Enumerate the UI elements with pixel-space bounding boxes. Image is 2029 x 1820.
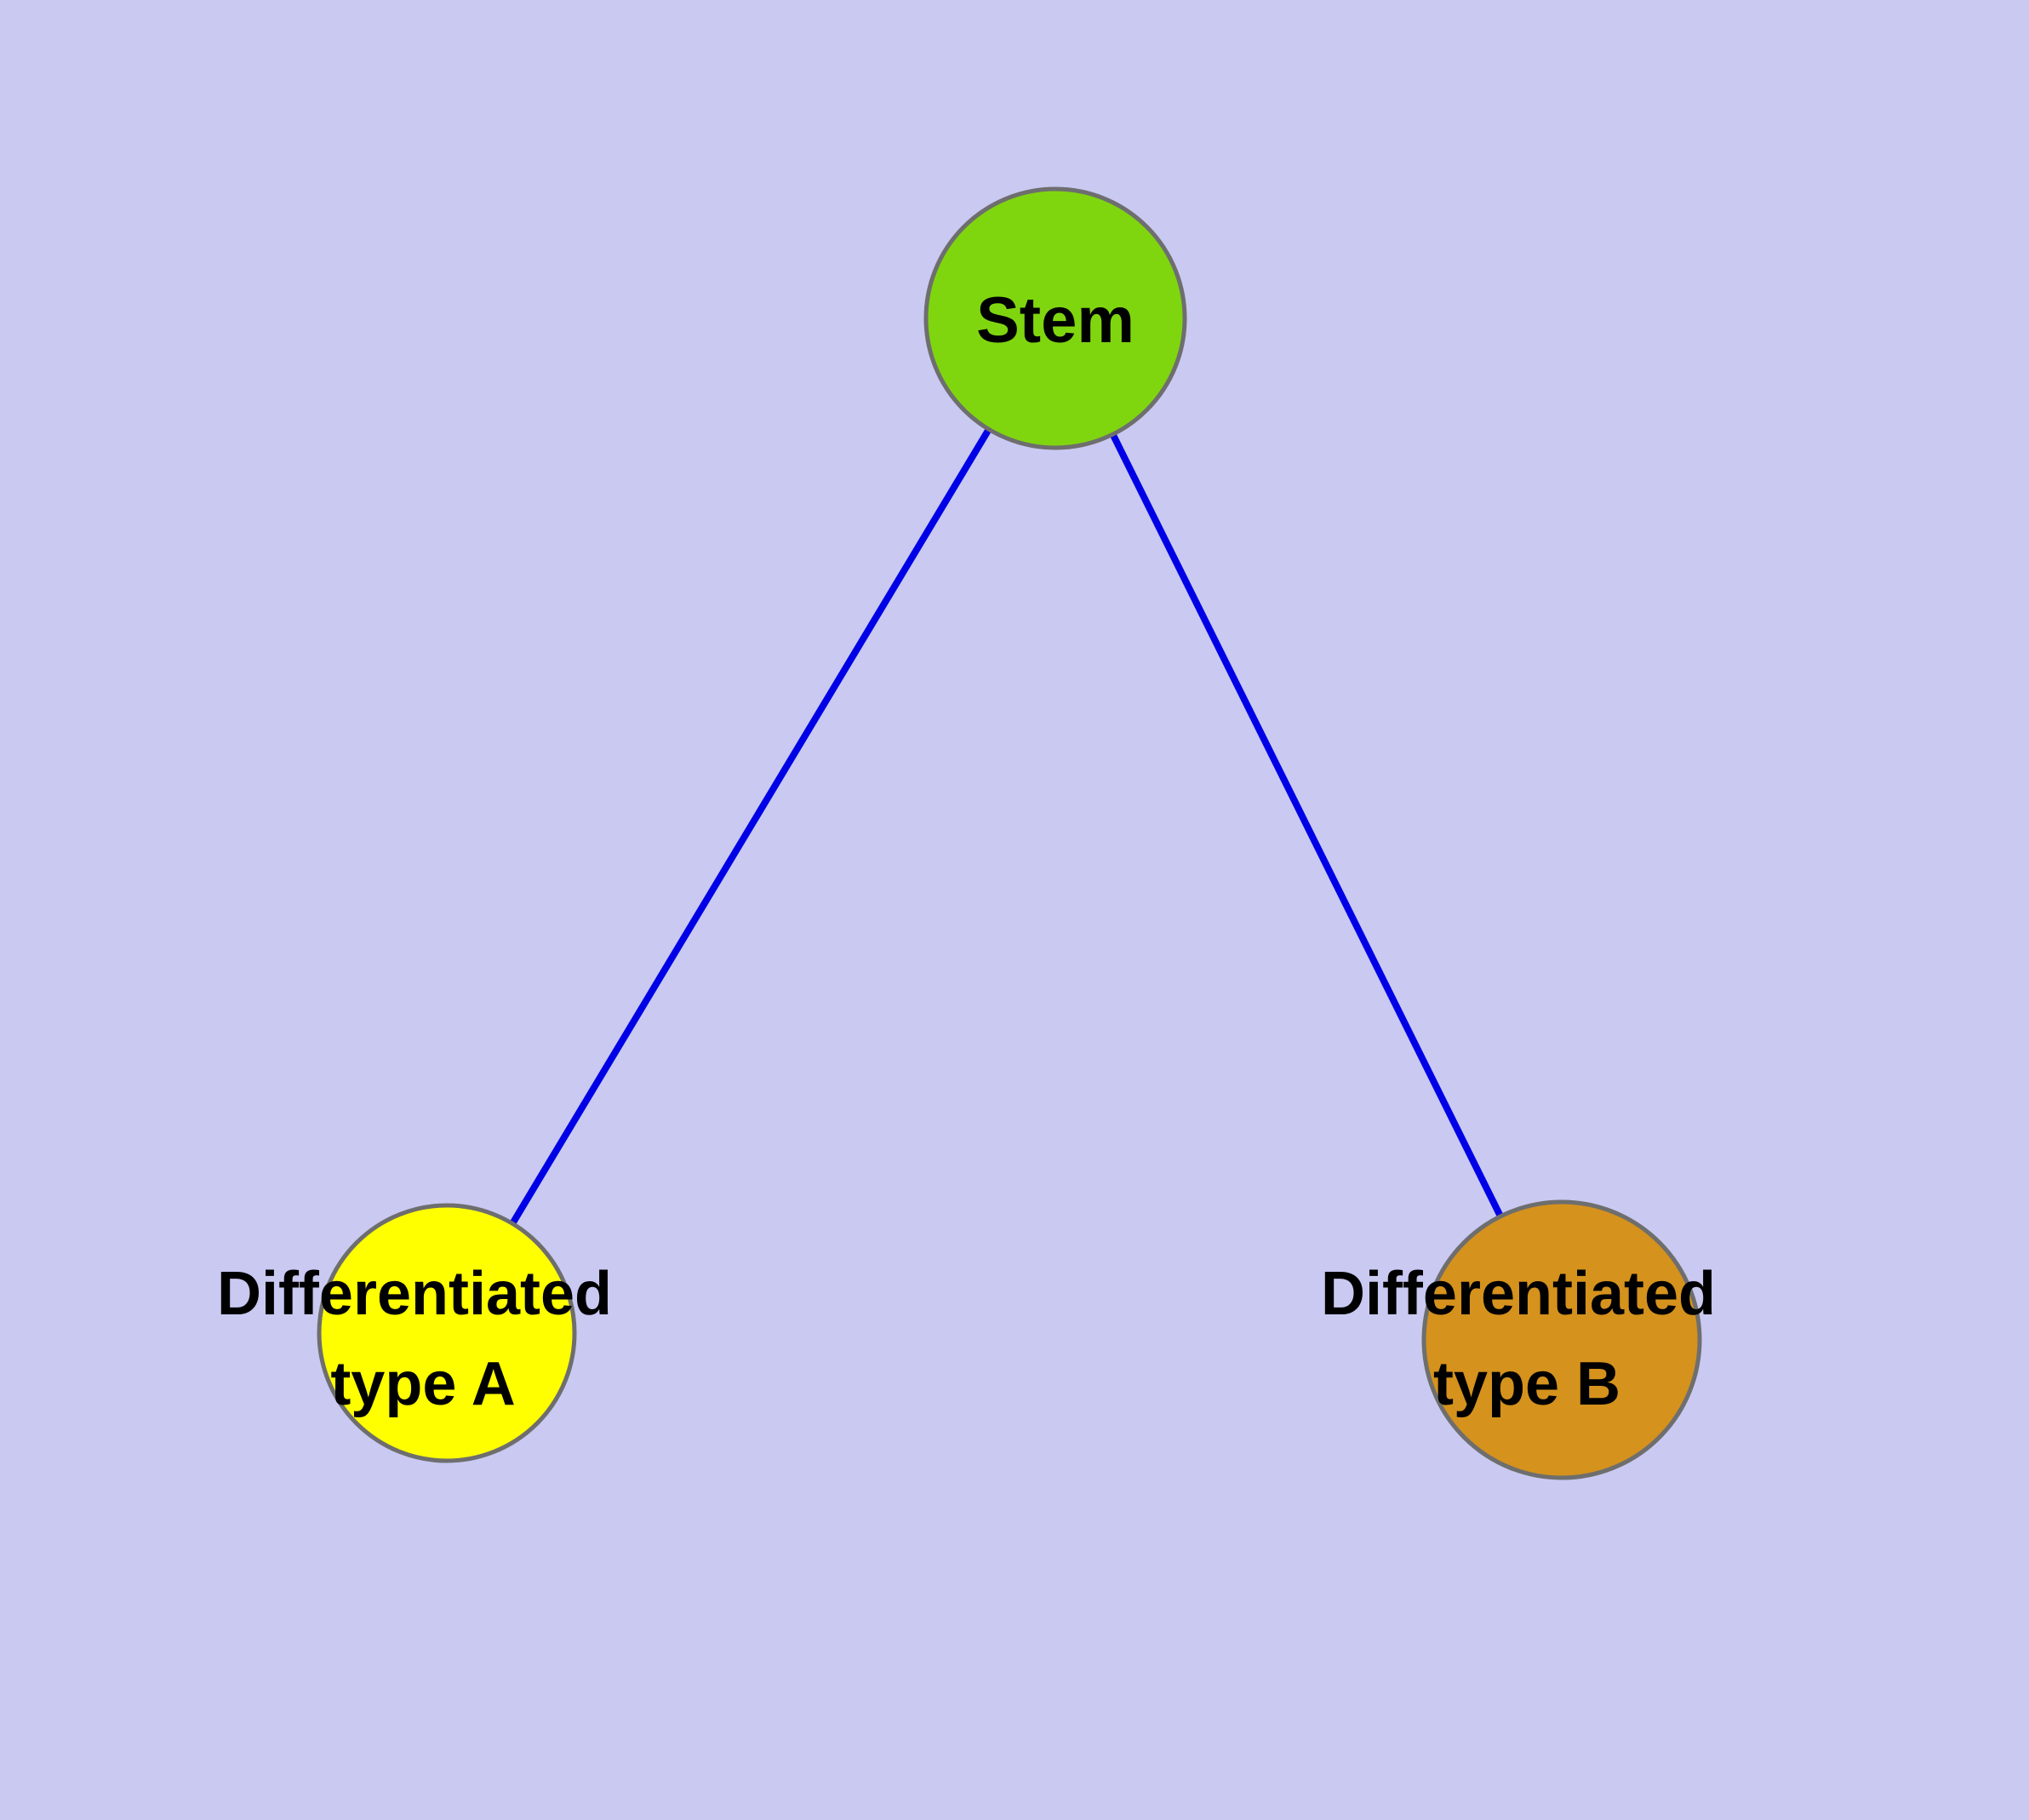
node-stem-label: Stem [976, 284, 1135, 357]
node-type-b-label-line-1: Differentiated [1321, 1260, 1716, 1328]
edge-stem-to-type-a [443, 316, 1059, 1336]
node-type-a-circle [317, 1203, 577, 1463]
node-type-b-circle [1421, 1199, 1702, 1480]
node-stem-circle [923, 186, 1187, 450]
node-type-a-label-line-1: Differentiated [217, 1260, 612, 1328]
node-type-a-label-line-2: type A [330, 1350, 515, 1418]
node-type-b-label: Differentiated type B [1321, 1260, 1733, 1418]
node-type-a-label: Differentiated type A [217, 1260, 629, 1418]
node-type-b-label-line-2: type B [1433, 1350, 1620, 1418]
edge-stem-to-type-b [1052, 317, 1565, 1342]
